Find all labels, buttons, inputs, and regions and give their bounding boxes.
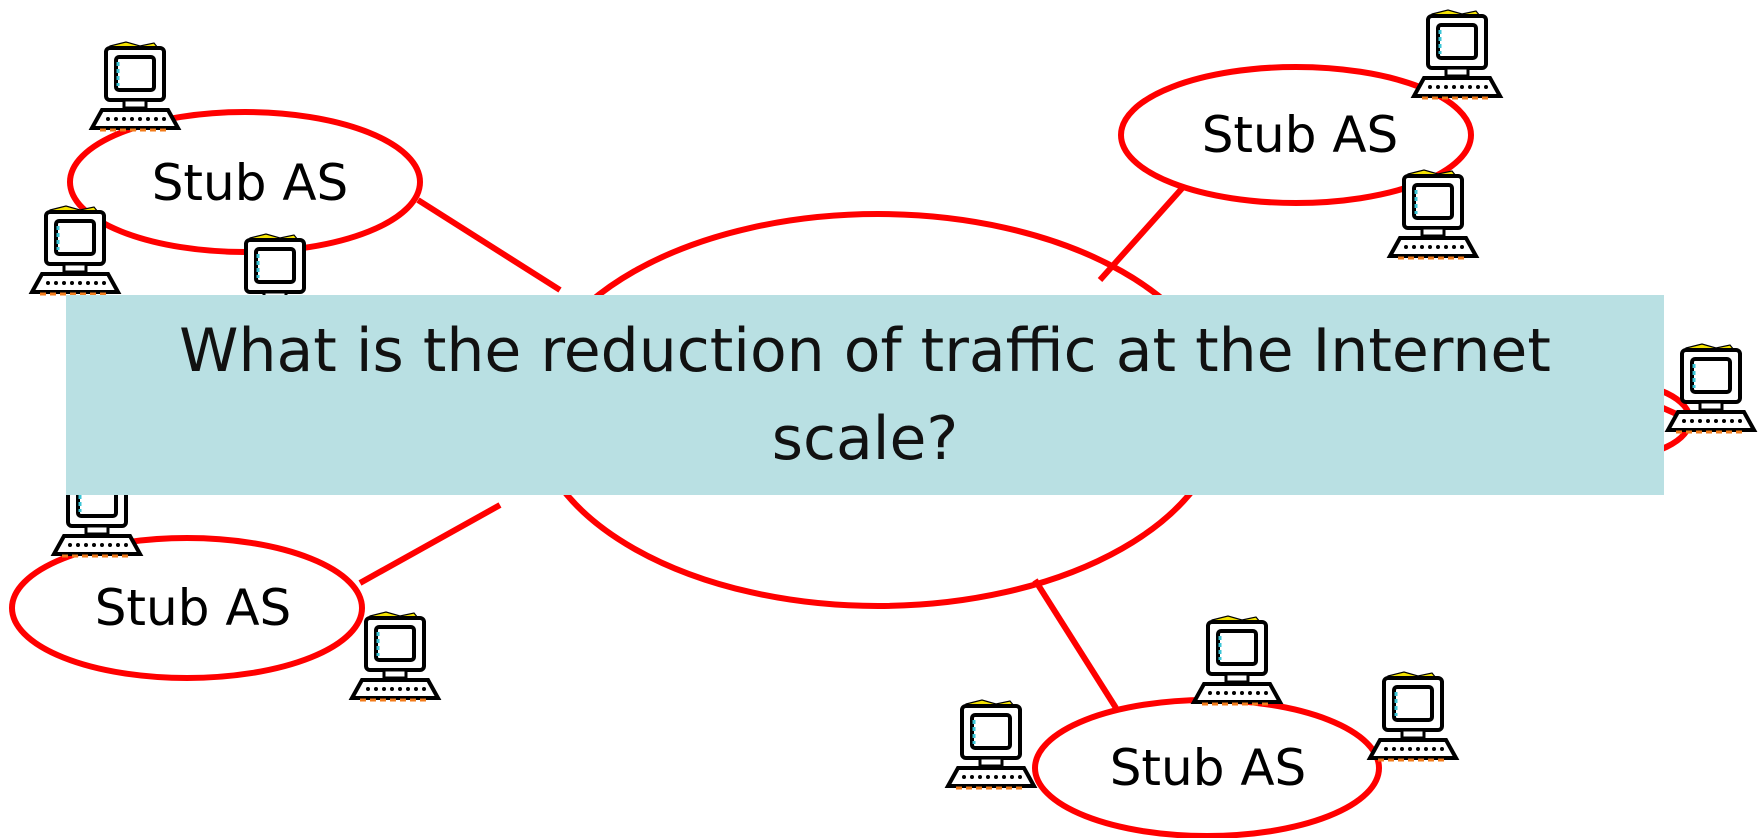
stub-as-label-top-right: Stub AS <box>1202 106 1399 164</box>
link-bottom-left <box>358 502 502 586</box>
link-top-left <box>416 197 562 293</box>
stub-as-ellipse-top-right <box>1118 64 1474 206</box>
computer-icon <box>1388 168 1478 260</box>
computer-icon <box>350 610 440 702</box>
computer-icon <box>30 204 120 296</box>
computer-icon <box>946 698 1036 790</box>
stub-as-label-bottom-left: Stub AS <box>95 579 292 637</box>
stub-as-label-top-left: Stub AS <box>152 154 349 212</box>
computer-icon <box>1412 8 1502 100</box>
computer-icon <box>1192 614 1282 706</box>
stub-as-label-bottom-right: Stub AS <box>1110 739 1307 797</box>
computer-icon <box>90 40 180 132</box>
question-text: What is the reduction of traffic at the … <box>179 316 1551 474</box>
computer-icon <box>1666 342 1756 434</box>
question-banner: What is the reduction of traffic at the … <box>66 295 1664 495</box>
computer-icon <box>1368 670 1458 762</box>
stub-as-ellipse-bottom-left <box>9 535 365 681</box>
link-bottom-right <box>1032 578 1119 710</box>
